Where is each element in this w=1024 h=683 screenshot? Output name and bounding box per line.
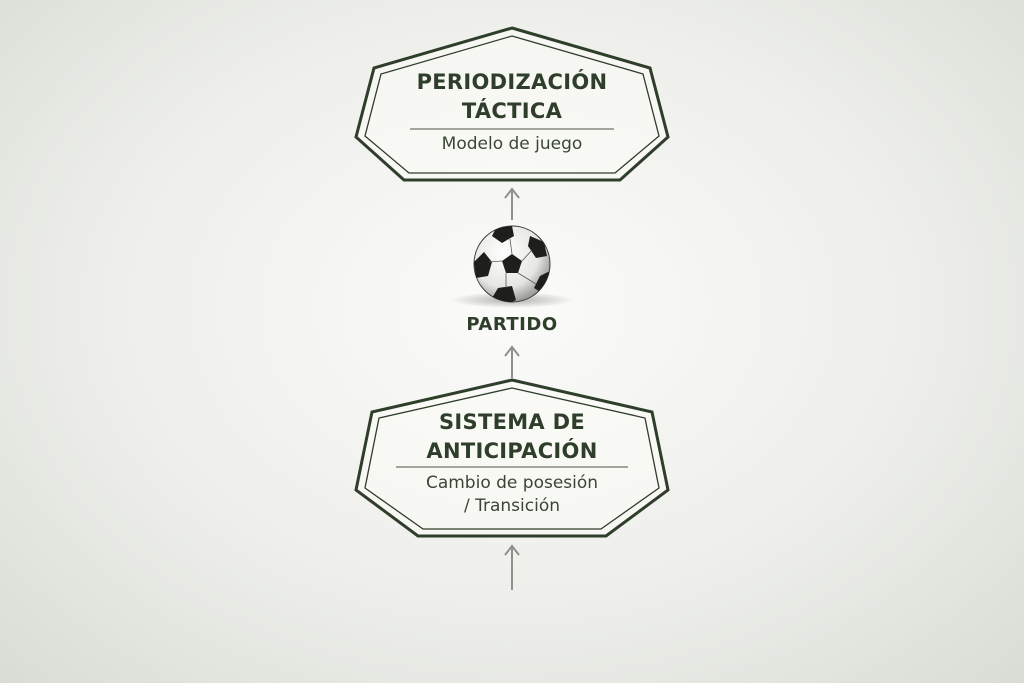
- arrow-to-top-node: [504, 187, 520, 220]
- top-node-frame: [354, 26, 670, 182]
- top-node-title-line2: TÁCTICA: [461, 99, 563, 123]
- bottom-node-title-line1: SISTEMA DE: [439, 410, 585, 434]
- bottom-node-subtitle-line1: Cambio de posesión: [425, 473, 599, 493]
- bottom-node-title: SISTEMA DE ANTICIPACIÓN: [372, 408, 652, 466]
- bottom-node-subtitle: Cambio de posesión / Transición: [372, 472, 652, 518]
- top-node-title: PERIODIZACIÓN TÁCTICA: [372, 68, 652, 126]
- center-label: PARTIDO: [466, 314, 558, 335]
- top-node-subtitle: Modelo de juego: [441, 134, 583, 154]
- bottom-node-frame: [354, 378, 670, 538]
- bottom-node-subtitle-line2: / Transición: [463, 496, 561, 516]
- top-node-title-line1: PERIODIZACIÓN: [416, 70, 608, 94]
- soccer-ball-icon: [450, 225, 574, 308]
- arrow-into-bottom-node: [504, 544, 520, 590]
- arrow-to-center: [504, 345, 520, 378]
- bottom-node-title-line2: ANTICIPACIÓN: [426, 439, 598, 463]
